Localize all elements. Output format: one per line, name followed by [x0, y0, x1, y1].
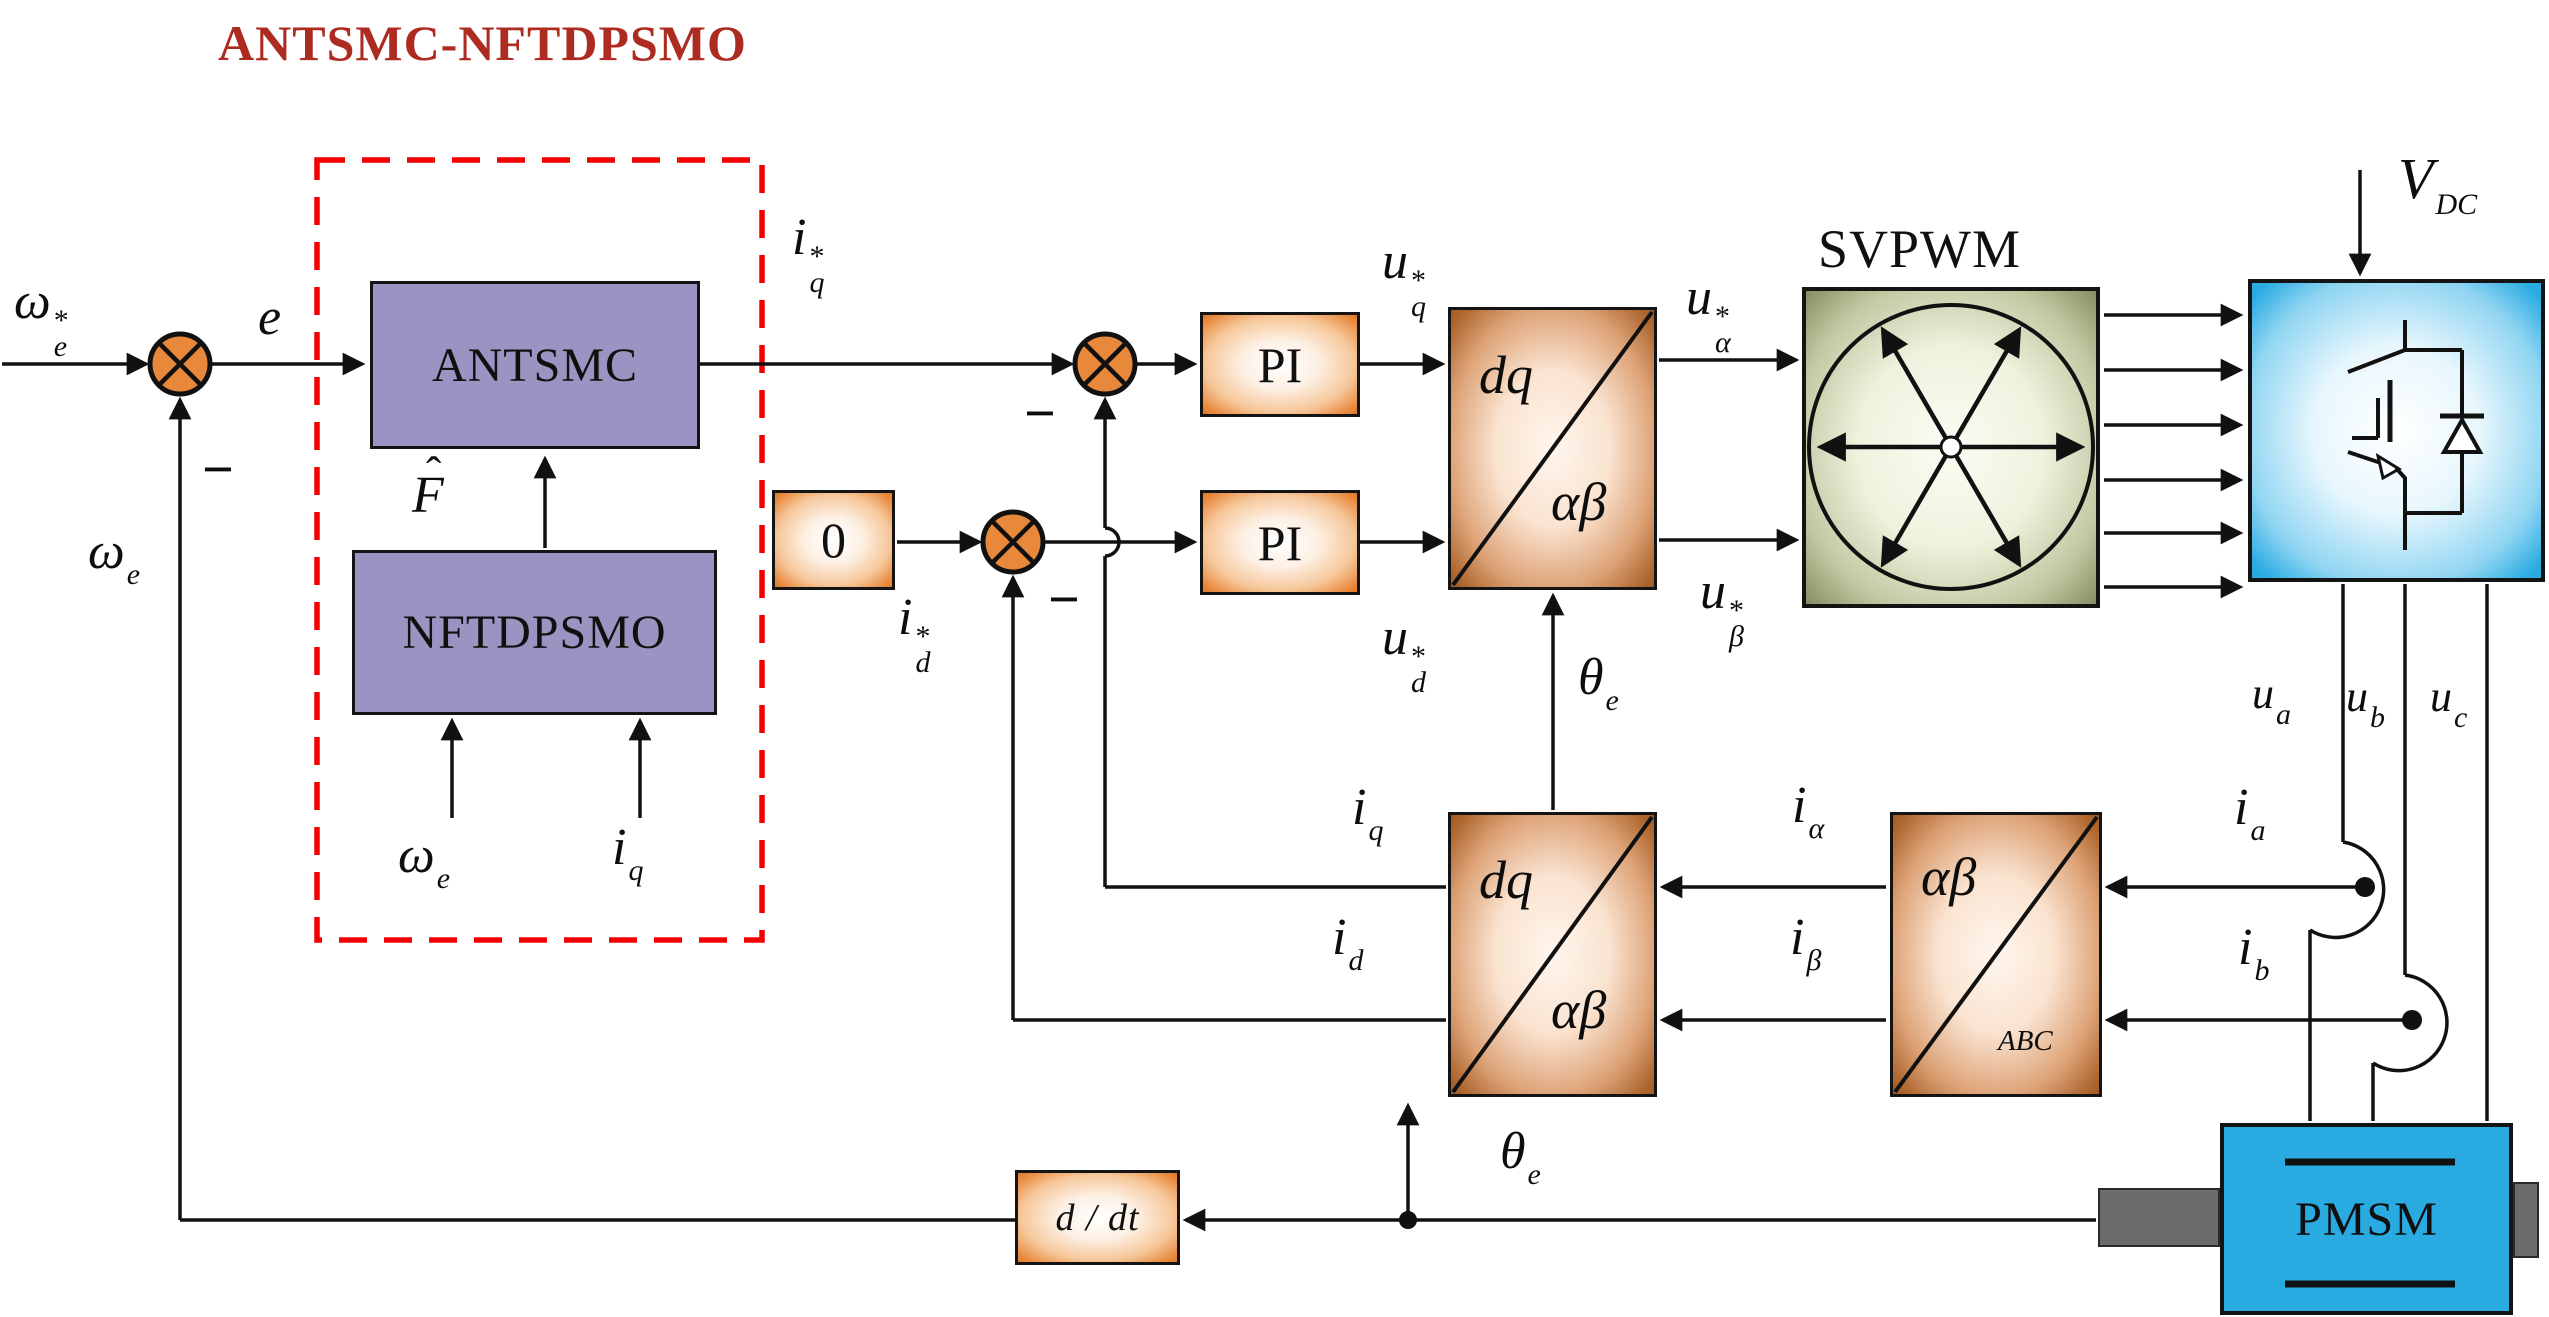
ddt-label: d / dt	[1055, 1196, 1140, 1239]
dq-to-alphabeta-voltage-block: dq αβ	[1448, 307, 1657, 590]
label-ud-ref: u*d	[1382, 609, 1426, 699]
diagram-title: ANTSMC-NFTDPSMO	[218, 15, 747, 71]
dq-voltage-denominator: αβ	[1551, 472, 1607, 532]
theta-branch-dot	[1399, 1211, 1417, 1229]
pi-q-label: PI	[1257, 336, 1303, 393]
antsmc-label: ANTSMC	[431, 338, 639, 392]
summing-junction-iq	[1072, 331, 1138, 397]
svpwm-block	[1802, 287, 2100, 608]
svpwm-title: SVPWM	[1818, 219, 2022, 279]
summing-junction-id	[980, 509, 1046, 575]
minus-speed-junction: −	[202, 439, 234, 501]
label-omega-e-ref: ω*e	[14, 273, 69, 363]
label-obs-omega-in: ωe	[398, 827, 451, 895]
dq-current-numerator: dq	[1479, 850, 1533, 910]
sensor-b-loop	[2372, 973, 2449, 1073]
inverter-block	[2248, 279, 2545, 582]
label-ua: ua	[2252, 669, 2291, 731]
label-ub: ub	[2346, 672, 2385, 734]
label-iq-feedback: iq	[1352, 779, 1384, 847]
nftdpsmo-block: NFTDPSMO	[352, 550, 717, 715]
label-id-feedback: id	[1332, 909, 1364, 977]
sensor-b-dot	[2402, 1010, 2422, 1030]
label-omega-feedback: ωe	[88, 523, 141, 591]
ab-abc-denominator: ABC	[1998, 1025, 2053, 1057]
motor-shaft-left	[2098, 1188, 2220, 1247]
label-obs-iq-in: iq	[612, 819, 644, 887]
nftdpsmo-label: NFTDPSMO	[402, 606, 667, 659]
antsmc-block: ANTSMC	[370, 281, 700, 449]
dq-voltage-numerator: dq	[1479, 345, 1533, 405]
label-ialpha: iα	[1792, 777, 1825, 845]
label-uc: uc	[2430, 672, 2468, 734]
label-theta-lower: θe	[1500, 1123, 1541, 1191]
label-ib: ib	[2238, 919, 2270, 987]
alphabeta-to-abc-block: αβ ABC	[1890, 812, 2102, 1097]
ddt-block: d / dt	[1015, 1170, 1180, 1265]
sensor-a-dot	[2355, 877, 2375, 897]
pi-d-label: PI	[1257, 514, 1303, 571]
label-error-e: e	[258, 289, 282, 346]
minus-id-junction: −	[1048, 569, 1080, 631]
label-vdc: VDC	[2398, 146, 2478, 221]
label-uq-ref: u*q	[1382, 233, 1426, 323]
pi-q-block: PI	[1200, 312, 1360, 417]
sensor-a-loop	[2309, 840, 2386, 940]
wire-iq-feedback-hop	[1104, 526, 1121, 558]
label-ubeta-ref: u*β	[1700, 563, 1744, 653]
label-ualpha-ref: u*α	[1686, 269, 1731, 359]
pmsm-label: PMSM	[2295, 1192, 2438, 1246]
label-theta-upper: θe	[1578, 649, 1619, 717]
ab-abc-numerator: αβ	[1921, 847, 1977, 907]
label-ibeta: iβ	[1790, 909, 1822, 977]
pi-d-block: PI	[1200, 490, 1360, 595]
label-ia: ia	[2234, 779, 2266, 847]
motor-shaft-right	[2513, 1182, 2539, 1258]
dq-to-alphabeta-current-block: dq αβ	[1448, 812, 1657, 1097]
dq-current-denominator: αβ	[1551, 980, 1607, 1040]
zero-reference-block: 0	[772, 490, 895, 590]
minus-iq-junction: −	[1024, 383, 1056, 445]
pmsm-motor-block: PMSM	[2220, 1123, 2513, 1315]
zero-reference-label: 0	[821, 512, 846, 568]
label-iq-ref: i*q	[792, 209, 825, 299]
summing-junction-speed	[147, 331, 213, 397]
label-id-ref: i*d	[898, 589, 931, 679]
